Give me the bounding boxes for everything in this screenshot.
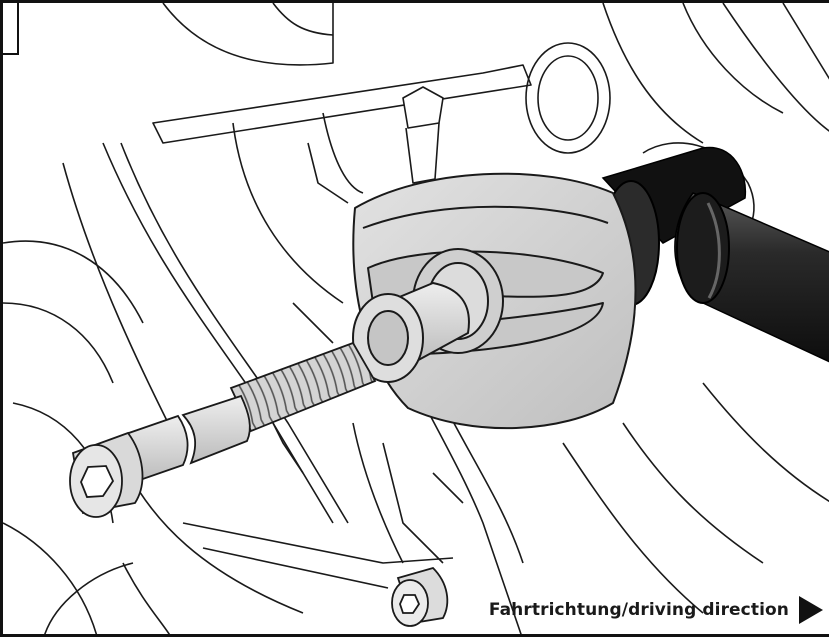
corner-mark bbox=[3, 3, 19, 55]
spacer-sleeve bbox=[352, 281, 470, 383]
mounting-illustration bbox=[3, 3, 829, 634]
triangle-right-icon bbox=[799, 596, 823, 624]
threaded-bolt bbox=[69, 341, 377, 518]
black-tube bbox=[601, 146, 829, 363]
lower-bolt bbox=[391, 566, 449, 627]
direction-label: Fahrtrichtung/driving direction bbox=[488, 600, 789, 620]
driving-direction-caption: Fahrtrichtung/driving direction bbox=[489, 596, 823, 624]
